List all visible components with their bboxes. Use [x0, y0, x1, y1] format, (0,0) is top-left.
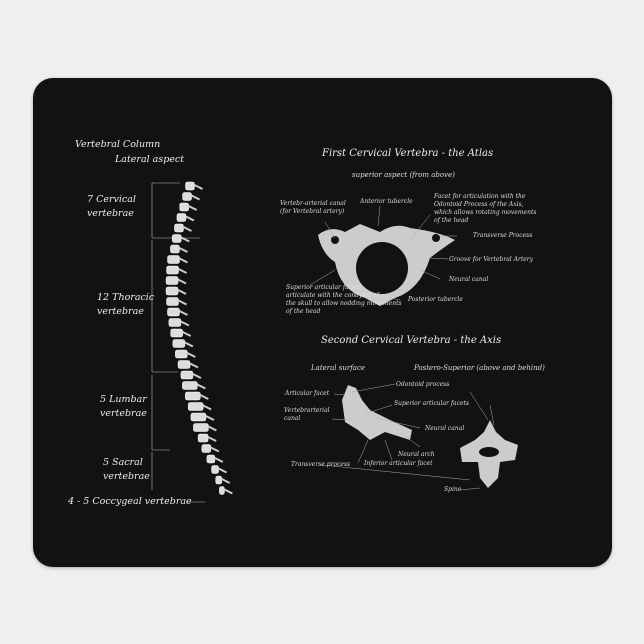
spinous-process	[202, 404, 212, 411]
vertebra	[167, 307, 180, 317]
spinous-process	[189, 362, 199, 369]
axis-title: Second Cervical Vertebra - the Axis	[321, 335, 502, 346]
spinous-process	[182, 331, 192, 337]
spinous-process	[178, 268, 188, 274]
spinous-process	[179, 257, 188, 264]
spinous-process	[185, 215, 195, 222]
vertebra	[182, 381, 198, 390]
vertebra	[176, 213, 187, 222]
vertebra	[206, 454, 216, 464]
spinous-process	[218, 467, 227, 474]
axis-odontoid-label: Odontoid process	[396, 381, 450, 388]
spinous-process	[207, 425, 217, 432]
leader-lines	[309, 205, 495, 491]
spinous-process	[177, 289, 187, 295]
spinous-process	[199, 394, 209, 400]
axis-posterior-illustration	[460, 420, 518, 488]
atlas-subtitle: superior aspect (from above)	[352, 171, 455, 179]
spinous-process	[186, 352, 196, 358]
vertebra	[201, 444, 212, 453]
spinous-process	[196, 383, 206, 390]
vertebra	[170, 328, 183, 338]
vertebra	[166, 297, 179, 306]
atlas-vertebro-arterial-label: Vertebr-arterial canal(for Vertebral art…	[280, 200, 346, 215]
spinous-process	[184, 341, 194, 348]
vertebra	[168, 318, 182, 327]
vertebra	[193, 423, 209, 432]
spinous-process	[205, 415, 215, 421]
vertebra	[177, 360, 191, 369]
vertebra	[211, 465, 219, 474]
vertebra	[175, 349, 188, 359]
axis-lateral-illustration	[342, 385, 412, 440]
axis-lateral-label: Lateral surface	[311, 364, 366, 372]
atlas-anterior-tubercle-label: Anterior tubercle	[360, 198, 413, 205]
spine-title: Vertebral Column	[75, 139, 161, 150]
atlas-illustration	[318, 224, 455, 306]
axis-postero-label: Postero-Superior (above and behind)	[414, 364, 545, 372]
spine-subtitle: Lateral aspect	[115, 154, 185, 165]
axis-superior-facets-label: Superior articular facets	[394, 400, 470, 407]
vertebra	[167, 255, 180, 264]
vertebra	[172, 234, 182, 243]
spinous-process	[191, 194, 200, 201]
vertebra	[165, 286, 179, 296]
spinous-process	[188, 205, 198, 211]
vertebra	[190, 412, 207, 422]
spinous-process	[183, 226, 192, 232]
atlas-posterior-tubercle-label: Posterior tubercle	[408, 296, 463, 303]
atlas-title: First Cervical Vertebra - the Atlas	[322, 148, 494, 159]
vertebra	[185, 391, 201, 401]
spinous-process	[179, 310, 188, 316]
spine-illustration	[165, 181, 233, 495]
vertebra	[187, 402, 204, 411]
mousepad	[33, 78, 612, 567]
vertebra	[182, 192, 192, 201]
axis-articular-facet-label: Articular facet	[285, 390, 330, 397]
spinous-process	[192, 373, 202, 379]
spinous-process	[214, 457, 224, 463]
spinous-process	[223, 488, 233, 495]
vertebra	[165, 276, 179, 285]
atlas-transverse-label: Transverse Process	[473, 232, 533, 239]
spinous-process	[221, 478, 231, 484]
axis-neural-canal-label: Neural canal	[425, 425, 465, 432]
vertebra	[170, 244, 180, 254]
axis-spine-label: Spine	[444, 486, 462, 493]
vertebra	[180, 370, 194, 380]
axis-inferior-facet-label: Inferior articular facet	[364, 460, 433, 467]
vertebra	[215, 475, 222, 485]
axis-neural-arch-label: Neural arch	[398, 451, 435, 458]
spinous-process	[180, 236, 190, 243]
spinous-process	[178, 299, 187, 306]
coccygeal-label: 4 - 5 Coccygeal vertebrae	[68, 496, 192, 507]
atlas-groove-label: Groove for Vertebral Artery	[449, 256, 534, 263]
spinous-process	[180, 320, 190, 327]
spinous-process	[194, 184, 203, 190]
vertebra	[179, 202, 189, 212]
vertebra	[166, 265, 179, 275]
atlas-neural-canal-label: Neural canal	[449, 276, 489, 283]
spinous-process	[207, 436, 217, 442]
spinous-process	[177, 278, 187, 285]
spinous-process	[210, 446, 220, 453]
vertebra	[185, 181, 195, 191]
vertebra	[172, 339, 186, 348]
axis-transverse-label: Transverse process	[291, 461, 351, 468]
vertebra	[219, 486, 225, 495]
spinous-process	[179, 247, 188, 253]
vertebra	[174, 223, 184, 233]
vertebra	[197, 433, 209, 443]
